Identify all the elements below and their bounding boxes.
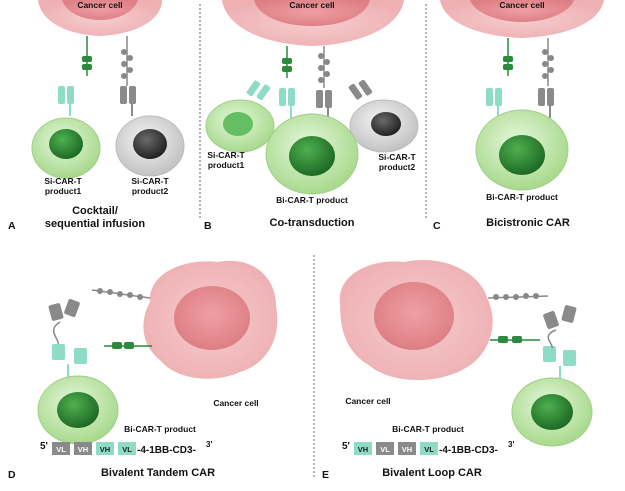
cell-label-b1-line1: Si-CAR-T [207, 150, 245, 160]
cell-label-b1-line2: product1 [208, 160, 245, 170]
bi-car-t-cell-e [511, 377, 593, 447]
tumor-label-d: Cancer cell [213, 398, 258, 408]
cell-label-a1-line2: product1 [45, 186, 82, 196]
panel-letter-c: C [433, 220, 441, 232]
antigen-gray-d [91, 288, 151, 300]
caption-a-line1: Cocktail/ [72, 205, 118, 217]
seq-e: 5' VH VL VH VL -4-1BB-CD3- 3' [342, 440, 514, 456]
seq-e-domain: VH [358, 445, 368, 454]
car-receptor-gray-c [538, 88, 554, 118]
car-receptor-gray-b [316, 90, 332, 120]
caption-d: Bivalent Tandem CAR [101, 467, 215, 479]
center-label-c: Bi-CAR-T product [486, 192, 558, 202]
car-receptor-gray-b2 [348, 79, 373, 100]
loop-car-receptor-e [543, 305, 577, 380]
antigen-gray-a [121, 36, 133, 86]
antigen-gray-c [542, 38, 554, 86]
si-car-t-cell-1 [31, 117, 101, 179]
car-receptor-teal-c [486, 88, 502, 118]
cell-label-a2-line1: Si-CAR-T [131, 176, 169, 186]
bi-car-t-cell-c [475, 109, 569, 191]
panel-letter-d: D [8, 469, 16, 481]
seq-e-domain-box [354, 442, 372, 455]
si-car-t-cell-b2 [349, 99, 419, 153]
car-receptor-teal-b1 [246, 80, 271, 101]
seq-d-domain: VL [122, 445, 132, 454]
tumor-cell-a [38, 0, 162, 36]
car-receptor-teal-a [58, 86, 74, 116]
caption-a-line2: sequential infusion [45, 218, 146, 230]
tumor-label-b: Cancer cell [289, 0, 334, 10]
car-receptor-teal-b [279, 88, 295, 118]
seq-d-domain-box [74, 442, 92, 455]
antigen-green-c [503, 38, 513, 76]
seq-e-domain: VL [380, 445, 390, 454]
antigen-green-d [104, 342, 152, 349]
bi-car-t-cell-b [265, 113, 359, 195]
antigen-gray-e [487, 293, 549, 300]
seq-d-domain: VL [56, 445, 66, 454]
seq-e-domain-box [420, 442, 438, 455]
tumor-cell-c [440, 0, 604, 38]
seq-e-domain-box [376, 442, 394, 455]
caption-b: Co-transduction [270, 217, 355, 229]
seq-e-prime3: 3' [508, 440, 514, 449]
tumor-label-e: Cancer cell [345, 396, 390, 406]
antigen-green-a [82, 36, 92, 76]
cell-label-a2-line2: product2 [132, 186, 169, 196]
antigen-green-b [282, 46, 292, 78]
caption-e: Bivalent Loop CAR [382, 467, 482, 479]
seq-d-domain: VH [78, 445, 88, 454]
center-label-b: Bi-CAR-T product [276, 195, 348, 205]
si-car-t-cell-2 [115, 115, 185, 177]
tcell-label-e: Bi-CAR-T product [392, 424, 464, 434]
cell-label-b2-line2: product2 [379, 162, 416, 172]
caption-c: Bicistronic CAR [486, 217, 570, 229]
tumor-cell-d [143, 260, 278, 379]
seq-d-domain: VH [100, 445, 110, 454]
bi-car-t-cell-d [37, 375, 119, 445]
seq-e-tail: -4-1BB-CD3- [439, 445, 498, 456]
seq-e-domain-box [398, 442, 416, 455]
si-car-t-cell-b1 [205, 99, 275, 153]
tumor-cell-b [222, 0, 404, 46]
seq-d-prime5: 5' [40, 441, 48, 452]
seq-d-tail: -4-1BB-CD3- [137, 445, 196, 456]
cell-label-a1-line1: Si-CAR-T [44, 176, 82, 186]
seq-d-domain-box [96, 442, 114, 455]
seq-e-domain: VH [402, 445, 412, 454]
panel-letter-b: B [204, 220, 212, 232]
seq-d-prime3: 3' [206, 440, 212, 449]
tandem-car-receptor-d [48, 298, 87, 378]
tcell-label-d: Bi-CAR-T product [124, 424, 196, 434]
tumor-cell-e [339, 259, 493, 381]
panel-letter-a: A [8, 220, 16, 232]
tumor-label-a: Cancer cell [77, 0, 122, 10]
cell-label-b2-line1: Si-CAR-T [378, 152, 416, 162]
seq-d: 5' VL VH VH VL -4-1BB-CD3- 3' [40, 440, 212, 456]
antigen-green-e [490, 336, 540, 343]
seq-d-domain-box [52, 442, 70, 455]
tumor-label-c: Cancer cell [499, 0, 544, 10]
panel-letter-e: E [322, 469, 329, 481]
car-receptor-gray-a [120, 86, 136, 116]
antigen-gray-b [318, 46, 330, 88]
seq-e-prime5: 5' [342, 441, 350, 452]
seq-d-domain-box [118, 442, 136, 455]
seq-e-domain: VL [424, 445, 434, 454]
